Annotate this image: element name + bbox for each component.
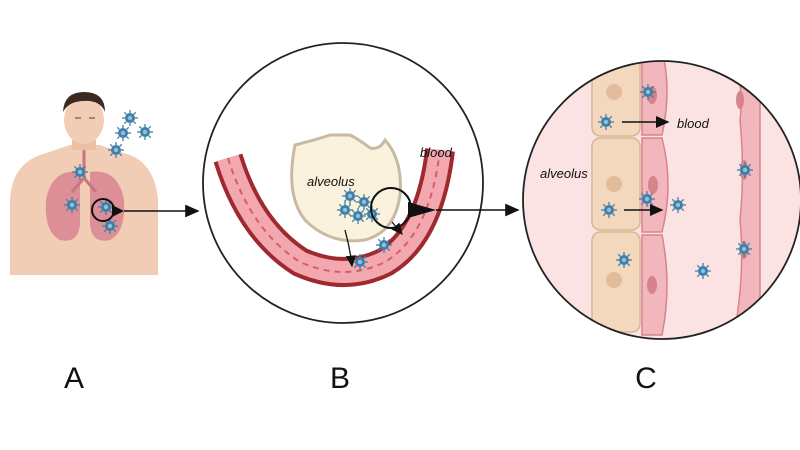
- virus-icon: [351, 253, 369, 271]
- panel-a-person: [10, 92, 200, 275]
- alveolus-label-c: alveolus: [540, 166, 588, 181]
- virus-icon: [114, 124, 132, 142]
- panel-c-cells: alveolus blood: [522, 60, 800, 340]
- virus-icon: [97, 198, 115, 216]
- virus-icon: [136, 123, 154, 141]
- alveolus-label-b: alveolus: [307, 174, 355, 189]
- blood-label-c: blood: [677, 116, 710, 131]
- virus-icon: [63, 196, 81, 214]
- virus-icon: [71, 163, 89, 181]
- virus-icon: [107, 141, 125, 159]
- virus-icon: [355, 193, 373, 211]
- caption-b: B: [329, 362, 350, 395]
- virus-icon: [600, 201, 618, 219]
- panel-b-alveolus: alveolus blood: [202, 42, 520, 324]
- blood-label-b: blood: [420, 145, 453, 160]
- left-lung: [45, 171, 80, 241]
- virus-icon: [615, 251, 633, 269]
- caption-a: A: [63, 362, 84, 395]
- virus-icon: [341, 187, 359, 205]
- virus-icon: [736, 161, 754, 179]
- virus-icon: [694, 262, 712, 280]
- virus-icon: [349, 207, 367, 225]
- virus-icon: [597, 113, 615, 131]
- virus-icon: [121, 109, 139, 127]
- virus-icon: [639, 83, 657, 101]
- virus-icon: [735, 240, 753, 258]
- virus-icon: [669, 196, 687, 214]
- virus-icon: [375, 236, 393, 254]
- caption-c: C: [635, 362, 657, 395]
- virus-icon: [638, 190, 656, 208]
